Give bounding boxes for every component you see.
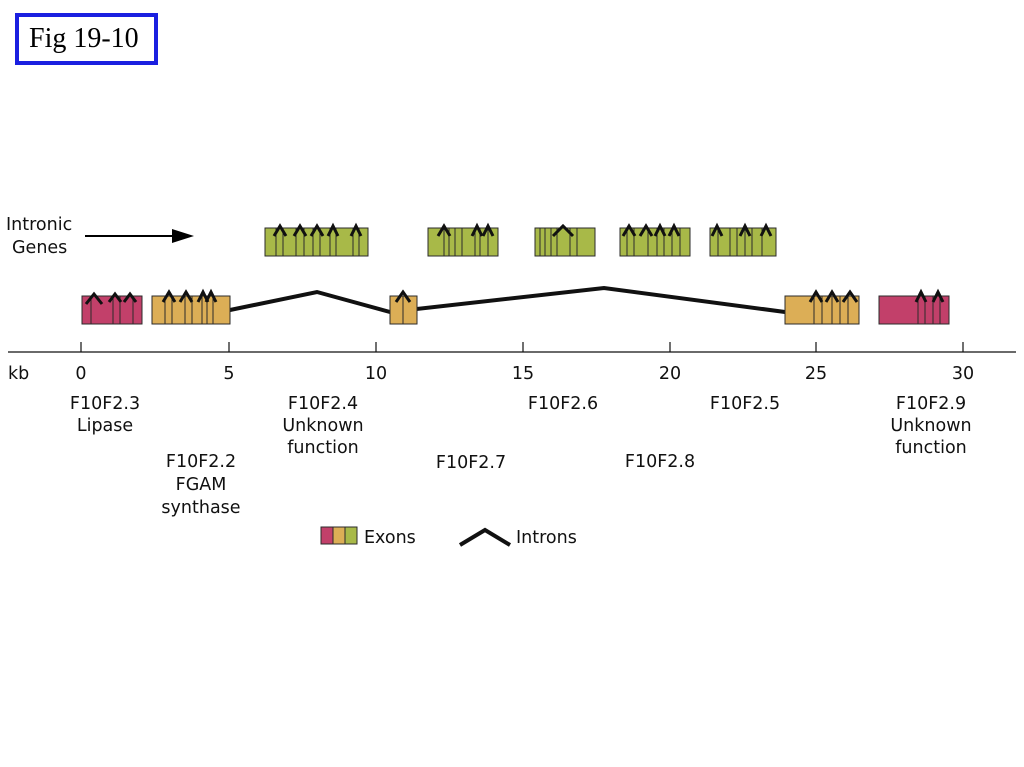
intronic-label-line1: Intronic <box>6 215 72 235</box>
svg-text:synthase: synthase <box>161 498 240 518</box>
svg-text:F10F2.6: F10F2.6 <box>528 394 598 414</box>
intronic-label-line2: Genes <box>12 238 67 258</box>
svg-text:F10F2.7: F10F2.7 <box>436 453 506 473</box>
gene-label-F10F2.4: F10F2.4 Unknown function <box>282 394 363 458</box>
figure-label: Fig 19-10 <box>15 13 158 65</box>
host-exon-middle <box>389 295 418 325</box>
intronic-gene-F10F2.6 <box>534 227 596 257</box>
gene-label-F10F2.8: F10F2.8 <box>625 452 695 472</box>
svg-text:FGAM: FGAM <box>176 475 227 495</box>
svg-text:F10F2.5: F10F2.5 <box>710 394 780 414</box>
svg-text:Unknown: Unknown <box>890 416 971 436</box>
host-intron-line <box>229 285 786 315</box>
intronic-gene-F10F2.4 <box>264 227 369 257</box>
gene-F10F2.9-exons <box>878 295 950 325</box>
svg-text:function: function <box>895 438 967 458</box>
tick-label: 25 <box>805 364 827 384</box>
intronic-gene-F10F2.7 <box>427 227 499 257</box>
gene-label-F10F2.5: F10F2.5 <box>710 394 780 414</box>
gene-label-F10F2.6: F10F2.6 <box>528 394 598 414</box>
tick-label: 20 <box>659 364 681 384</box>
arrow-icon <box>85 229 194 243</box>
svg-text:F10F2.3: F10F2.3 <box>70 394 140 414</box>
legend: Exons Introns <box>320 526 577 548</box>
tick-label: 5 <box>223 364 234 384</box>
intronic-gene-F10F2.8 <box>619 227 691 257</box>
gene-label-F10F2.2: F10F2.2 FGAM synthase <box>161 452 240 518</box>
tick-label: 30 <box>952 364 974 384</box>
axis-tick-labels: 0 5 10 15 20 25 30 <box>75 364 974 384</box>
gene-F10F2.5-host-exons <box>784 295 860 325</box>
tick-label: 15 <box>512 364 534 384</box>
svg-text:F10F2.4: F10F2.4 <box>288 394 358 414</box>
svg-text:Unknown: Unknown <box>282 416 363 436</box>
intron-caret-icon <box>458 527 512 547</box>
tick-label: 0 <box>75 364 86 384</box>
main-row-intron-carets <box>84 288 945 305</box>
svg-text:function: function <box>287 438 359 458</box>
scale-axis-ticks <box>80 342 964 352</box>
svg-text:F10F2.8: F10F2.8 <box>625 452 695 472</box>
tick-label: 10 <box>365 364 387 384</box>
gene-F10F2.3-exons <box>81 295 143 325</box>
legend-exons-label: Exons <box>364 528 416 548</box>
svg-text:Lipase: Lipase <box>77 416 133 436</box>
axis-unit-label: kb <box>8 364 29 384</box>
gene-label-F10F2.9: F10F2.9 Unknown function <box>890 394 971 458</box>
gene-label-F10F2.7: F10F2.7 <box>436 453 506 473</box>
intronic-row-carets <box>272 222 773 238</box>
exons-legend-swatch <box>320 526 358 545</box>
gene-label-F10F2.3: F10F2.3 Lipase <box>70 394 140 436</box>
svg-text:F10F2.9: F10F2.9 <box>896 394 966 414</box>
legend-introns-label: Introns <box>516 528 577 548</box>
svg-text:F10F2.2: F10F2.2 <box>166 452 236 472</box>
